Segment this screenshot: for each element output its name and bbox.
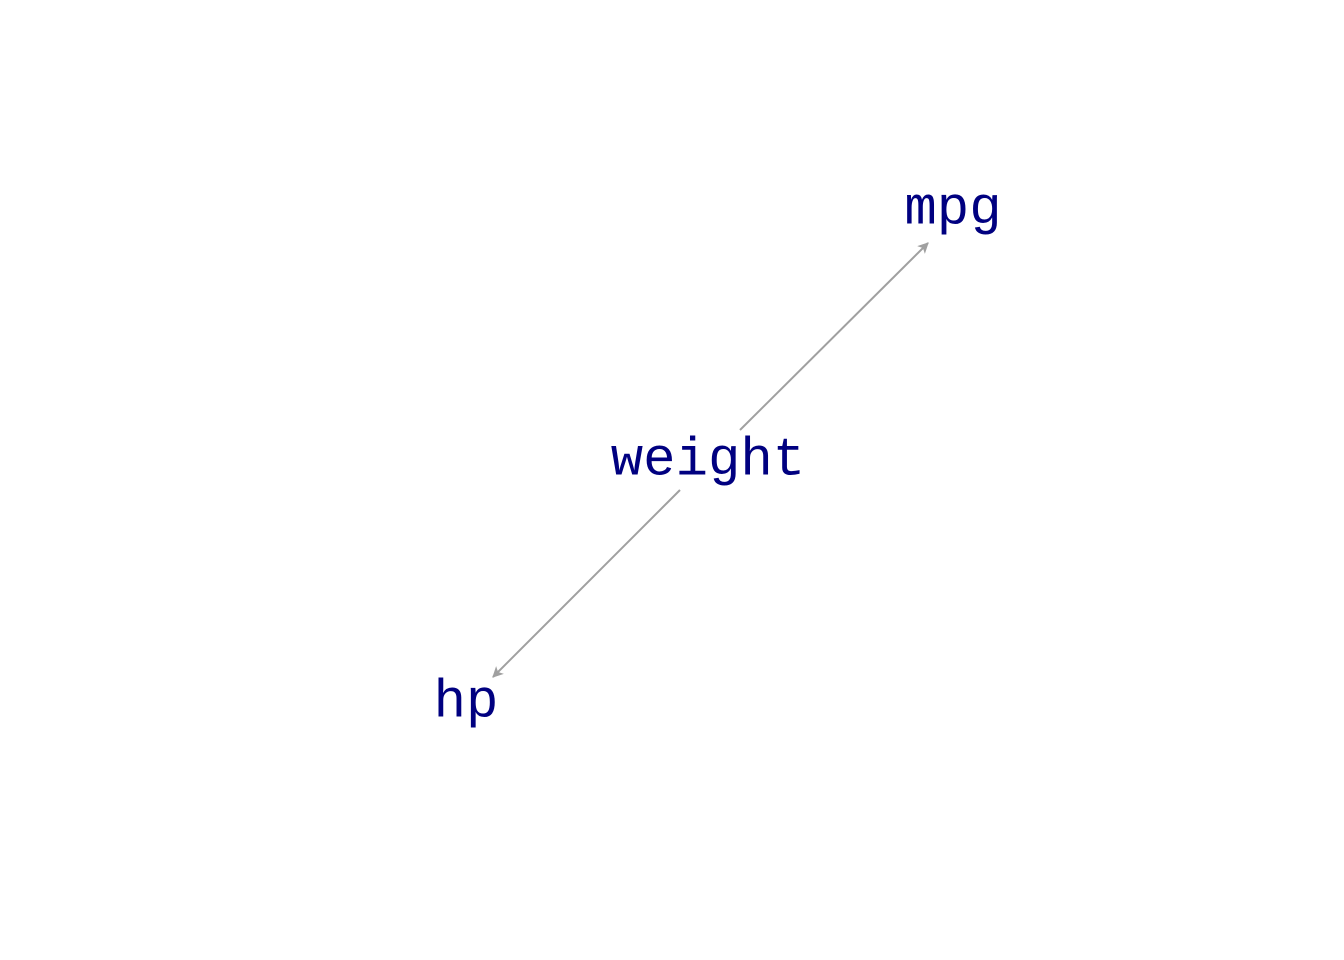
edges — [492, 242, 929, 678]
nodes: weight mpg hp — [434, 179, 1002, 733]
edge-weight-to-hp — [492, 489, 681, 678]
edge-weight-to-mpg — [739, 242, 929, 431]
node-hp: hp — [434, 672, 499, 733]
node-mpg: mpg — [904, 179, 1001, 240]
node-weight: weight — [611, 430, 805, 491]
